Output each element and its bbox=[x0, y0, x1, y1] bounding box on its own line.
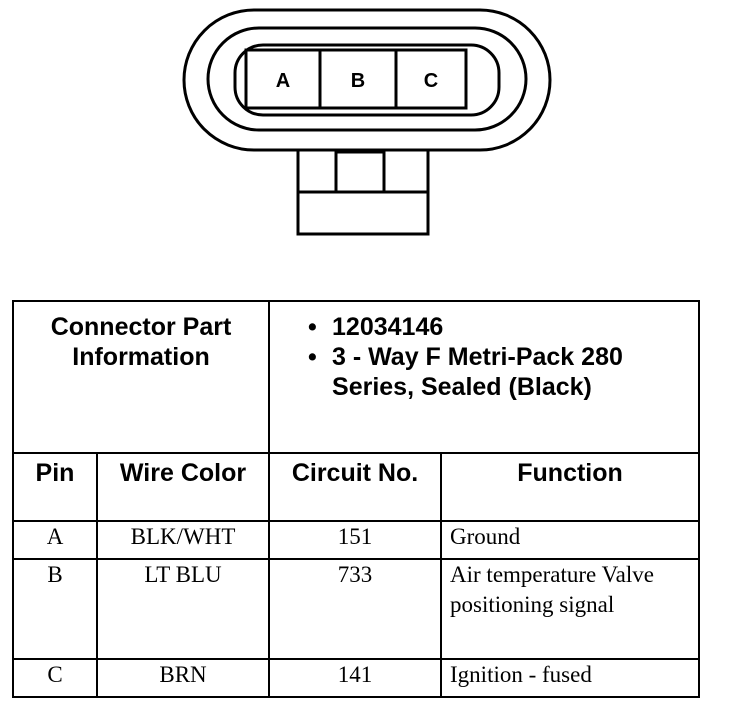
connector-latch bbox=[334, 150, 386, 194]
connector-info-list: •12034146 •3 - Way F Metri-Pack 280 Seri… bbox=[268, 300, 701, 454]
header-pin: Pin bbox=[12, 452, 98, 522]
cell-function: Ignition - fused bbox=[440, 658, 701, 698]
cell-circuit: 151 bbox=[268, 520, 443, 560]
cell-pin: A bbox=[12, 520, 98, 560]
table-row: A BLK/WHT 151 Ground bbox=[12, 520, 701, 560]
pin-table: Connector Part Information •12034146 •3 … bbox=[11, 300, 701, 698]
connector-info-title: Connector Part Information bbox=[11, 300, 271, 454]
header-wire-color: Wire Color bbox=[95, 452, 271, 522]
table-row: B LT BLU 733 Air temperature Valve posit… bbox=[12, 558, 701, 660]
cell-circuit: 141 bbox=[268, 658, 443, 698]
list-item: •3 - Way F Metri-Pack 280 Series, Sealed… bbox=[308, 343, 623, 401]
cell-function: Air temperature Valve positioning signal bbox=[440, 558, 701, 660]
cell-function: Ground bbox=[440, 520, 701, 560]
connector-diagram: A B C bbox=[182, 8, 552, 236]
table-row: C BRN 141 Ignition - fused bbox=[12, 658, 701, 698]
cell-wire-color: BLK/WHT bbox=[95, 520, 271, 560]
cavity-label-c: C bbox=[424, 70, 438, 92]
header-circuit-no: Circuit No. bbox=[268, 452, 443, 522]
connector-inner-shell bbox=[206, 26, 528, 132]
connector-insert bbox=[233, 43, 501, 117]
cell-pin: B bbox=[12, 558, 98, 660]
cell-circuit: 733 bbox=[268, 558, 443, 660]
cavity-label-b: B bbox=[351, 70, 365, 92]
connector-info-row: Connector Part Information •12034146 •3 … bbox=[11, 300, 701, 454]
cavity-label-a: A bbox=[276, 70, 290, 92]
cell-wire-color: BRN bbox=[95, 658, 271, 698]
cell-wire-color: LT BLU bbox=[95, 558, 271, 660]
cell-pin: C bbox=[12, 658, 98, 698]
list-item: •12034146 bbox=[308, 313, 444, 341]
cavity-frame bbox=[244, 48, 468, 110]
header-function: Function bbox=[440, 452, 701, 522]
table-header-row: Pin Wire Color Circuit No. Function bbox=[12, 452, 701, 522]
